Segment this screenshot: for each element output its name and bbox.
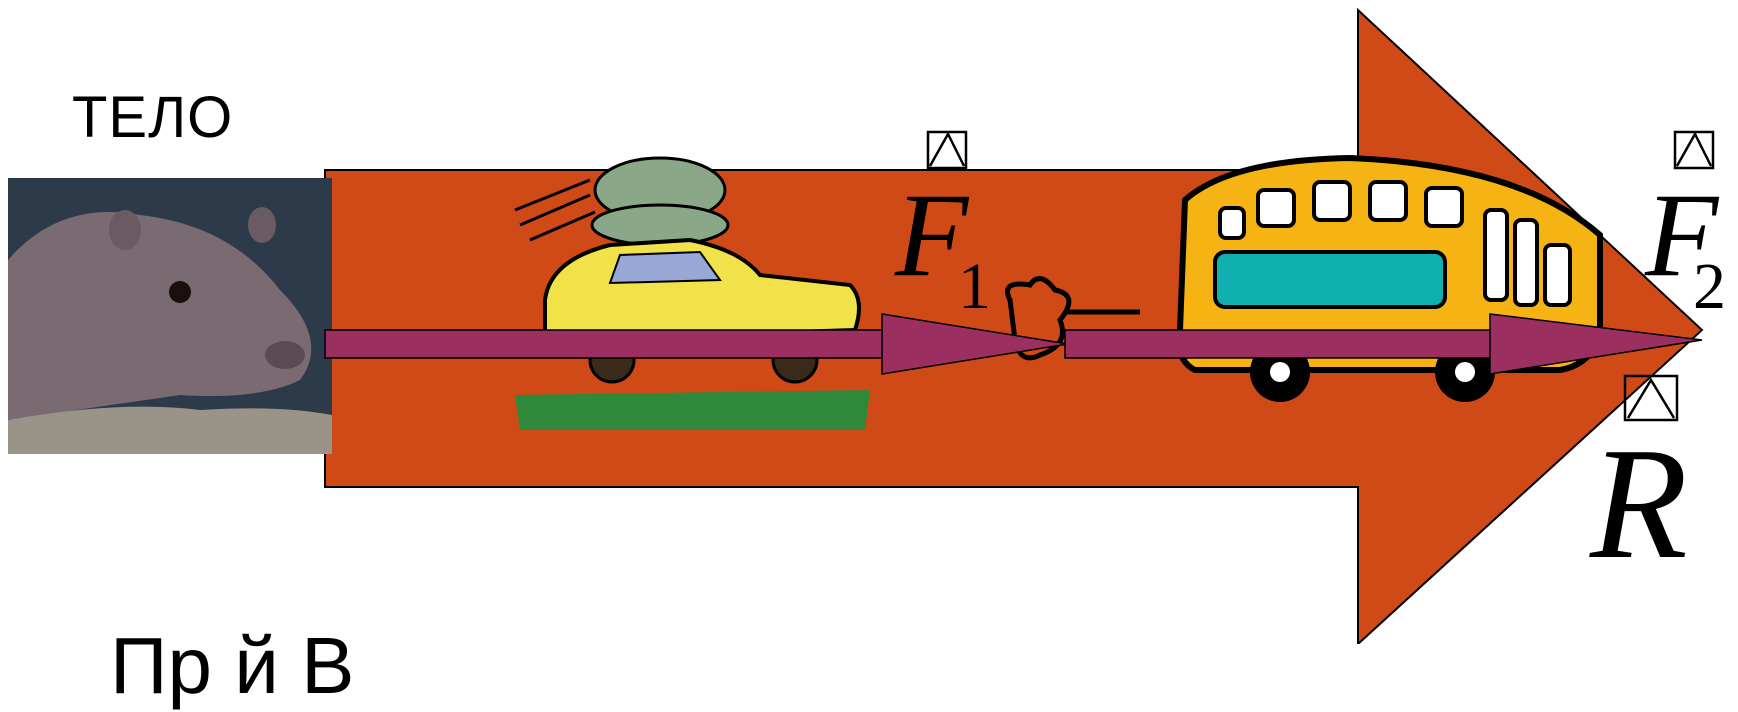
body-label: ТЕЛО xyxy=(72,85,234,150)
bottom-caption: Пр й В xyxy=(110,621,355,710)
f1-subscript: 1 xyxy=(958,250,991,323)
vector-f2: F 2 xyxy=(1644,130,1726,323)
force-arrow-f1 xyxy=(324,313,1069,375)
f2-symbol: F xyxy=(1644,168,1720,301)
f1-symbol: F xyxy=(894,168,970,301)
exhaust-puff-icon xyxy=(1005,276,1140,361)
force-diagram: F 1 F 2 R xyxy=(8,7,1726,644)
vector-r: R xyxy=(1589,374,1688,592)
car-image xyxy=(514,156,870,430)
vector-f1: F 1 xyxy=(894,130,991,323)
f2-subscript: 2 xyxy=(1693,250,1726,323)
force-arrow-resultant xyxy=(1064,313,1703,375)
hippo-image xyxy=(8,178,332,454)
r-symbol: R xyxy=(1589,414,1688,592)
